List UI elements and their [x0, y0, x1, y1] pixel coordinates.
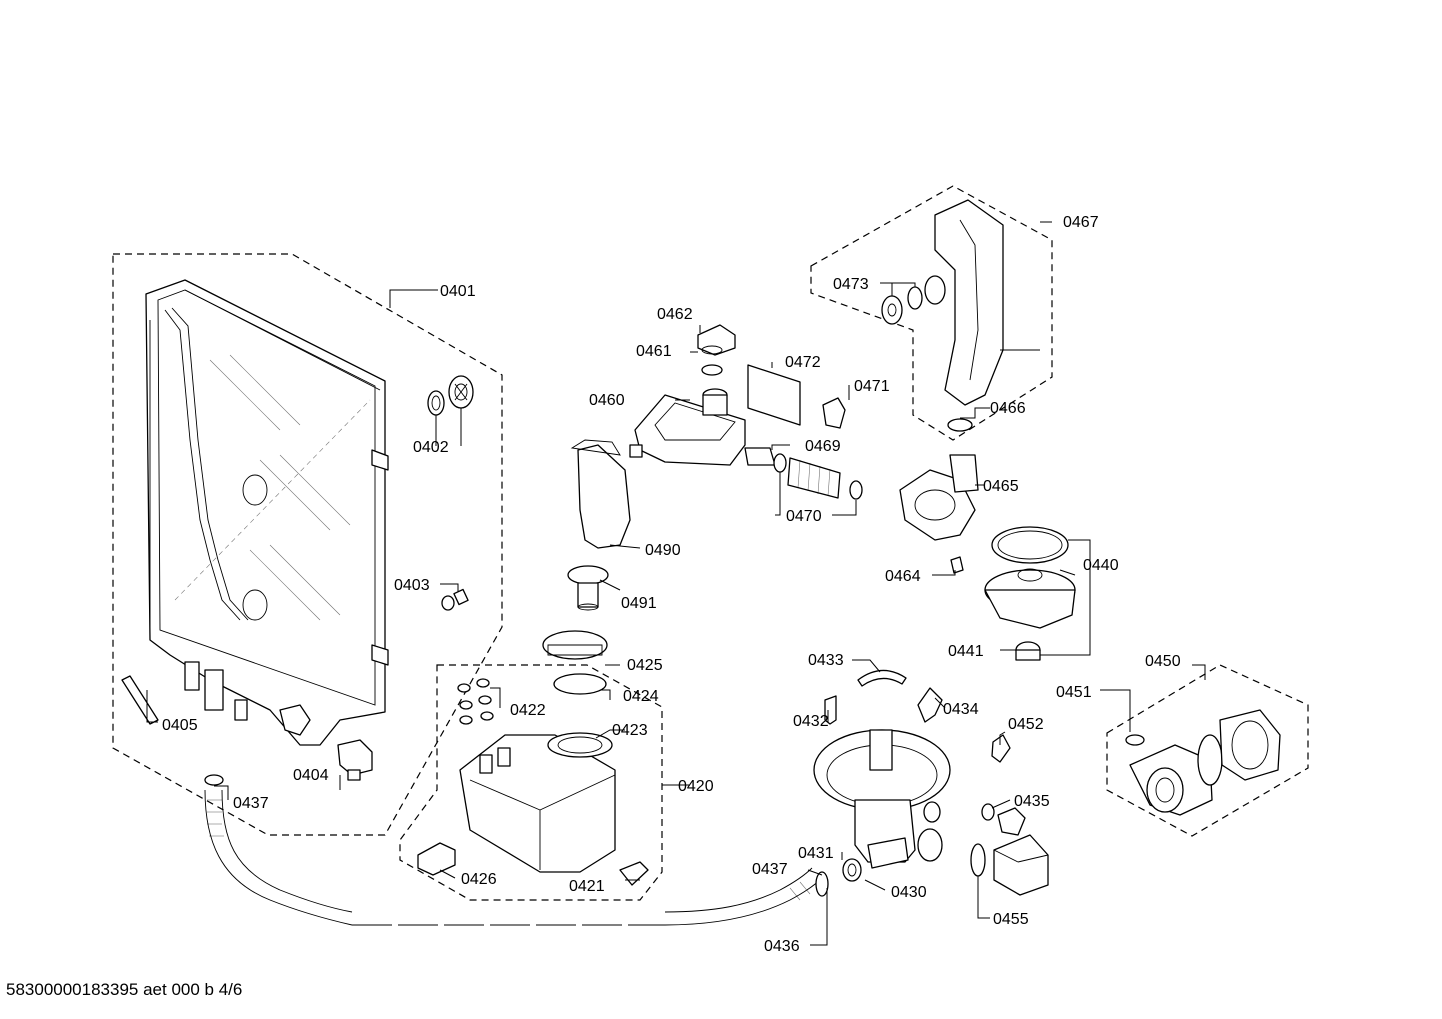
heater-ring-0440 — [984, 526, 1076, 629]
label-0452: 0452 — [1008, 716, 1044, 733]
air-break-0460 — [629, 388, 776, 466]
group-0401-outline — [112, 253, 503, 836]
label-0426: 0426 — [461, 871, 497, 888]
drain-hose — [204, 774, 829, 926]
label-0422: 0422 — [510, 702, 546, 719]
part-0434 — [917, 687, 943, 723]
fitting-0403 — [441, 588, 469, 611]
label-0432: 0432 — [793, 713, 829, 730]
label-0471: 0471 — [854, 378, 890, 395]
label-0440: 0440 — [1083, 557, 1119, 574]
label-0434: 0434 — [943, 701, 979, 718]
parts-0473 — [881, 286, 923, 325]
label-0464: 0464 — [885, 568, 921, 585]
label-0421: 0421 — [569, 878, 605, 895]
label-0473: 0473 — [833, 276, 869, 293]
sump-0430 — [813, 729, 951, 869]
part-0452 — [991, 734, 1011, 763]
seal-ring-0402 — [427, 375, 474, 416]
label-0437-hose-end: 0437 — [752, 861, 788, 878]
part-0491 — [567, 565, 609, 611]
label-0441: 0441 — [948, 643, 984, 660]
label-0466: 0466 — [990, 400, 1026, 417]
label-0450: 0450 — [1145, 653, 1181, 670]
label-0430: 0430 — [891, 884, 927, 901]
clip-0433 — [857, 669, 907, 687]
label-0420: 0420 — [678, 778, 714, 795]
group-0450-outline — [1106, 664, 1309, 837]
label-0403: 0403 — [394, 577, 430, 594]
group-0467-outline — [810, 185, 1053, 441]
label-0462: 0462 — [657, 306, 693, 323]
funnel-0490 — [570, 439, 631, 549]
label-0404: 0404 — [293, 767, 329, 784]
label-0431: 0431 — [798, 845, 834, 862]
label-0491: 0491 — [621, 595, 657, 612]
clip-0421 — [619, 861, 649, 886]
softener-0422-seals — [457, 678, 494, 725]
softener-0423 — [459, 732, 616, 873]
hose-0469 — [773, 453, 863, 500]
cap-0462 — [697, 324, 736, 356]
duct-0467 — [924, 199, 1004, 406]
part-0435 — [981, 803, 1026, 836]
part-0465 — [899, 454, 979, 541]
leader-lines — [146, 221, 1206, 946]
label-0465: 0465 — [983, 478, 1019, 495]
label-0461: 0461 — [636, 343, 672, 360]
sensor-0404 — [337, 739, 373, 781]
tank-panel-0401 — [145, 279, 389, 746]
label-0425: 0425 — [627, 657, 663, 674]
label-0490: 0490 — [645, 542, 681, 559]
fitting-0431 — [842, 858, 862, 882]
label-0472: 0472 — [785, 354, 821, 371]
clip-0471 — [822, 397, 846, 429]
ring-0424 — [553, 673, 607, 695]
ring-0466 — [947, 418, 973, 432]
ring-0461 — [701, 364, 723, 376]
label-0436: 0436 — [764, 938, 800, 955]
part-number-labels: 0401 0402 0403 0404 0405 0420 0421 0422 … — [162, 214, 1181, 955]
label-0402: 0402 — [413, 439, 449, 456]
label-0401: 0401 — [440, 283, 476, 300]
group-0420-outline — [399, 664, 663, 901]
part-0441 — [1015, 641, 1041, 661]
lid-0425 — [542, 630, 608, 660]
label-0460: 0460 — [589, 392, 625, 409]
pump-0455 — [970, 834, 1049, 896]
label-0470: 0470 — [786, 508, 822, 525]
label-0433: 0433 — [808, 652, 844, 669]
part-0464 — [950, 556, 964, 574]
label-0405: 0405 — [162, 717, 198, 734]
clip-0405 — [121, 675, 159, 725]
label-0451: 0451 — [1056, 684, 1092, 701]
document-reference: 58300000183395 aet 000 b 4/6 — [6, 980, 243, 999]
label-0455: 0455 — [993, 911, 1029, 928]
pump-0450 — [1125, 709, 1281, 816]
valve-0426 — [417, 842, 456, 876]
label-0435: 0435 — [1014, 793, 1050, 810]
label-0469: 0469 — [805, 438, 841, 455]
label-0437-hose-top: 0437 — [233, 795, 269, 812]
label-0423: 0423 — [612, 722, 648, 739]
label-0424: 0424 — [623, 688, 659, 705]
gasket-0472 — [747, 364, 801, 426]
label-0467: 0467 — [1063, 214, 1099, 231]
